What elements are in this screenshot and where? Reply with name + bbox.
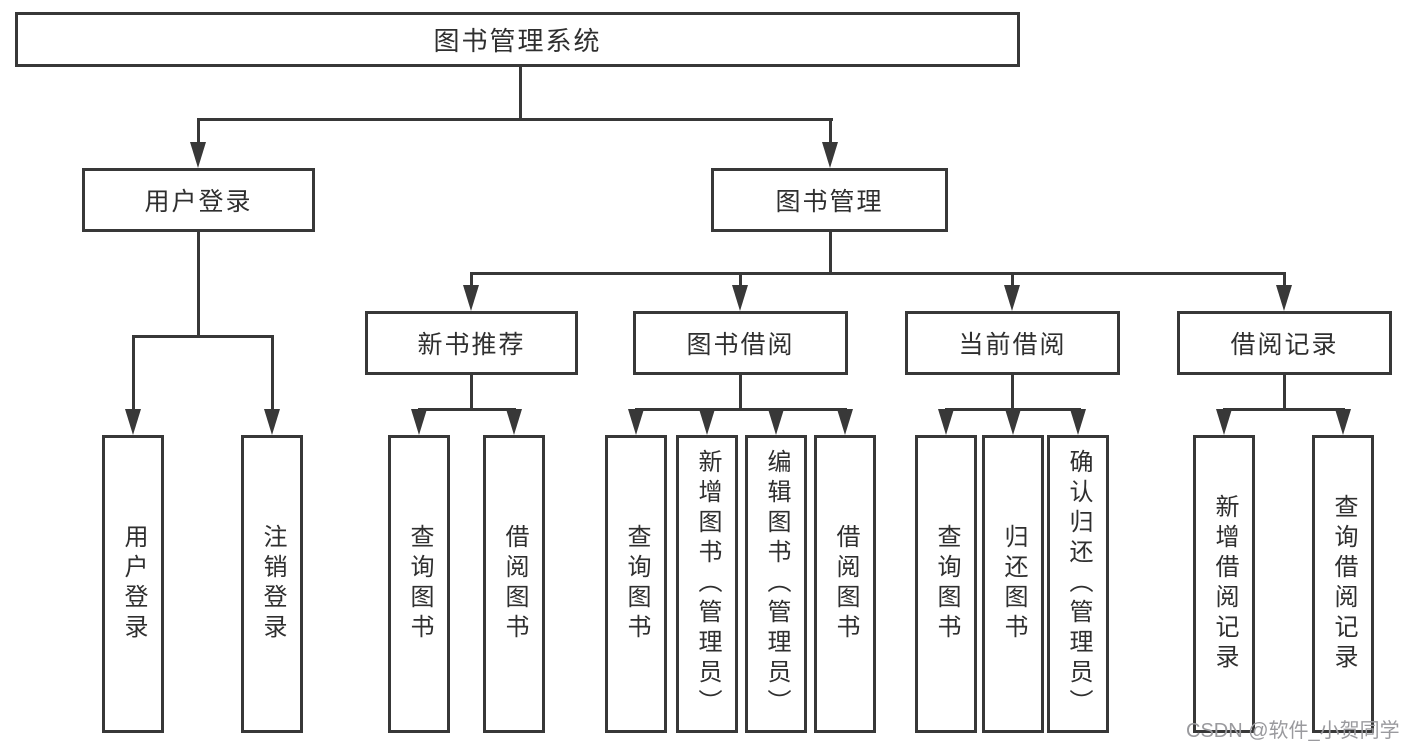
arrowhead-c2 <box>699 409 715 435</box>
connector-recommendation-stub <box>470 375 473 408</box>
node-book-borrowing-label: 图书借阅 <box>686 331 795 359</box>
leaf-edit-books-admin: 编辑图书（管理员） <box>745 435 807 733</box>
arrowhead-records <box>1276 285 1292 311</box>
leaf-query-books-current: 查询图书 <box>915 435 977 733</box>
arrowhead-d2 <box>1005 409 1021 435</box>
connector-shaft-leaf-logout <box>271 335 274 411</box>
arrowhead-recommendation <box>463 285 479 311</box>
connector-root-rail <box>197 118 833 121</box>
leaf-query-books-recommend-label: 查询图书 <box>406 524 433 644</box>
csdn-watermark: CSDN @软件_小贺同学 <box>1186 720 1400 742</box>
node-book-management-label: 图书管理 <box>775 188 884 216</box>
leaf-query-borrow-record: 查询借阅记录 <box>1312 435 1374 733</box>
node-book-borrowing: 图书借阅 <box>633 311 848 375</box>
connector-shaft-recommendation <box>470 272 473 287</box>
leaf-return-books: 归还图书 <box>982 435 1044 733</box>
leaf-user-login: 用户登录 <box>102 435 164 733</box>
arrowhead-c4 <box>837 409 853 435</box>
connector-records-stub <box>1283 375 1286 408</box>
leaf-add-borrow-record-label: 新增借阅记录 <box>1211 494 1238 674</box>
arrowhead-b2 <box>506 409 522 435</box>
arrowhead-current <box>1004 285 1020 311</box>
connector-borrowing-rail <box>635 408 847 411</box>
leaf-borrow-books: 借阅图书 <box>814 435 876 733</box>
leaf-query-books-borrowing-label: 查询图书 <box>623 524 650 644</box>
leaf-return-books-label: 归还图书 <box>1000 524 1027 644</box>
arrowhead-user-login <box>190 142 206 168</box>
leaf-confirm-return-admin-label: 确认归还（管理员） <box>1065 449 1092 719</box>
arrowhead-c3 <box>768 409 784 435</box>
arrowhead-d3 <box>1070 409 1086 435</box>
connector-user-login-rail <box>132 335 274 338</box>
connector-shaft-records <box>1283 272 1286 287</box>
connector-current-stub <box>1011 375 1014 408</box>
connector-borrowing-stub <box>739 375 742 408</box>
node-root-label: 图书管理系统 <box>433 26 602 56</box>
connector-shaft-book-management <box>829 118 832 146</box>
connector-shaft-leaf-user-login <box>132 335 135 411</box>
leaf-query-borrow-record-label: 查询借阅记录 <box>1330 494 1357 674</box>
arrowhead-d1 <box>938 409 954 435</box>
arrowhead-e1 <box>1216 409 1232 435</box>
arrowhead-leaf-user-login <box>125 409 141 435</box>
leaf-borrow-books-label: 借阅图书 <box>832 524 859 644</box>
leaf-logout-label: 注销登录 <box>259 524 286 644</box>
connector-shaft-current <box>1011 272 1014 287</box>
leaf-logout: 注销登录 <box>241 435 303 733</box>
leaf-borrow-books-recommend-label: 借阅图书 <box>501 524 528 644</box>
node-user-login-label: 用户登录 <box>144 188 253 216</box>
connector-root-stub <box>519 67 522 118</box>
leaf-confirm-return-admin: 确认归还（管理员） <box>1047 435 1109 733</box>
node-book-management: 图书管理 <box>711 168 948 232</box>
connector-recommendation-rail <box>418 408 516 411</box>
node-root: 图书管理系统 <box>15 12 1020 67</box>
leaf-query-books-current-label: 查询图书 <box>933 524 960 644</box>
leaf-borrow-books-recommend: 借阅图书 <box>483 435 545 733</box>
arrowhead-b1 <box>411 409 427 435</box>
node-new-book-recommendation-label: 新书推荐 <box>417 331 526 359</box>
leaf-edit-books-admin-label: 编辑图书（管理员） <box>763 449 790 719</box>
node-user-login: 用户登录 <box>82 168 315 232</box>
connector-book-management-rail <box>470 272 1286 275</box>
leaf-query-books-recommend: 查询图书 <box>388 435 450 733</box>
node-current-borrowing: 当前借阅 <box>905 311 1120 375</box>
node-borrowing-records-label: 借阅记录 <box>1230 331 1339 359</box>
arrowhead-e2 <box>1335 409 1351 435</box>
leaf-query-books-borrowing: 查询图书 <box>605 435 667 733</box>
connector-user-login-stub <box>197 232 200 335</box>
leaf-user-login-label: 用户登录 <box>120 524 147 644</box>
arrowhead-leaf-logout <box>264 409 280 435</box>
connector-shaft-user-login <box>197 118 200 146</box>
node-new-book-recommendation: 新书推荐 <box>365 311 578 375</box>
leaf-add-borrow-record: 新增借阅记录 <box>1193 435 1255 733</box>
connector-records-rail <box>1223 408 1345 411</box>
node-current-borrowing-label: 当前借阅 <box>958 331 1067 359</box>
arrowhead-book-management <box>822 142 838 168</box>
arrowhead-borrowing <box>732 285 748 311</box>
node-borrowing-records: 借阅记录 <box>1177 311 1392 375</box>
leaf-add-books-admin-label: 新增图书（管理员） <box>694 449 721 719</box>
arrowhead-c1 <box>628 409 644 435</box>
connector-book-management-stub <box>829 232 832 272</box>
connector-shaft-borrowing <box>739 272 742 287</box>
leaf-add-books-admin: 新增图书（管理员） <box>676 435 738 733</box>
